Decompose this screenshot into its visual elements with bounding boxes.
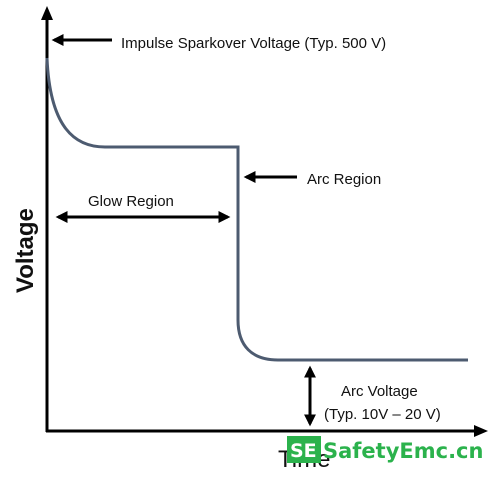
watermark-badge-text: SE <box>290 440 317 462</box>
watermark-text: SafetyEmc.cn <box>323 439 483 463</box>
x-axis-arrowhead <box>474 425 488 437</box>
voltage-curve <box>45 57 468 362</box>
impulse-label: Impulse Sparkover Voltage (Typ. 500 V) <box>121 35 386 52</box>
watermark-badge <box>287 436 321 463</box>
y-axis-title: Voltage <box>12 208 39 293</box>
arc-voltage-label: Arc Voltage <box>341 383 418 400</box>
watermark-logo: SE SafetyEmc.cn <box>287 436 483 463</box>
glow-region-label: Glow Region <box>88 193 174 210</box>
arc-voltage-range-label: (Typ. 10V – 20 V) <box>324 406 441 423</box>
axes <box>41 6 488 437</box>
arc-region-label: Arc Region <box>307 171 381 188</box>
y-axis-arrowhead <box>41 6 53 20</box>
